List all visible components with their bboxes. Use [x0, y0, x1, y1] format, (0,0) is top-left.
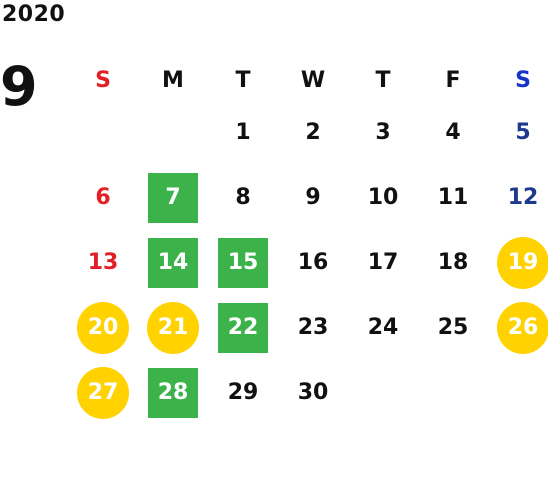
- day-cell-empty: [488, 360, 548, 425]
- weekday-sunday: S: [95, 67, 111, 93]
- calendar-year: 2020: [2, 2, 66, 27]
- day-cell: 29: [227, 380, 259, 405]
- weekday-wednesday: W: [300, 67, 326, 93]
- green-day-badge: 22: [218, 302, 268, 353]
- day-cell-empty: [68, 100, 138, 165]
- green-day-badge: 15: [218, 237, 268, 288]
- day-cell: 18: [437, 250, 469, 275]
- day-cell: 2: [305, 120, 321, 145]
- yellow-day-badge: 20: [77, 301, 129, 354]
- day-cell-holiday: 26: [488, 295, 548, 360]
- day-cell-highlighted: 28: [138, 360, 208, 425]
- day-cell-holiday: 27: [68, 360, 138, 425]
- day-cell-saturday: 12: [507, 185, 539, 210]
- day-cell-sunday: 13: [87, 250, 119, 275]
- weekday-friday: F: [445, 67, 461, 93]
- day-cell-sunday: 6: [95, 185, 111, 210]
- day-cell-highlighted: 15: [208, 230, 278, 295]
- day-cell-empty: [418, 360, 488, 425]
- green-day-badge: 28: [148, 367, 198, 418]
- yellow-day-badge: 27: [77, 366, 129, 419]
- day-cell: 30: [297, 380, 329, 405]
- day-cell: 16: [297, 250, 329, 275]
- yellow-day-badge: 21: [147, 301, 199, 354]
- day-cell: 17: [367, 250, 399, 275]
- weekday-thursday: T: [375, 67, 391, 93]
- day-cell-highlighted: 22: [208, 295, 278, 360]
- day-cell: 4: [445, 120, 461, 145]
- day-cell: 8: [235, 185, 251, 210]
- calendar-month: 9: [0, 55, 38, 118]
- day-cell-empty: [138, 100, 208, 165]
- day-cell-highlighted: 14: [138, 230, 208, 295]
- day-cell: 25: [437, 315, 469, 340]
- day-cell: 9: [305, 185, 321, 210]
- green-day-badge: 7: [148, 172, 198, 223]
- day-cell-holiday: 19: [488, 230, 548, 295]
- day-cell-saturday: 5: [515, 120, 531, 145]
- day-cell: 3: [375, 120, 391, 145]
- day-cell-highlighted: 7: [138, 165, 208, 230]
- day-cell: 1: [235, 120, 251, 145]
- day-cell: 23: [297, 315, 329, 340]
- day-cell: 10: [367, 185, 399, 210]
- day-cell-holiday: 20: [68, 295, 138, 360]
- weekday-monday: M: [162, 67, 184, 93]
- weekday-tuesday: T: [235, 67, 251, 93]
- green-day-badge: 14: [148, 237, 198, 288]
- weekday-saturday: S: [515, 67, 531, 93]
- calendar-grid: S M T W T F S 1 2 3 4 5 6 7 8 9 10 11 12…: [68, 60, 548, 425]
- yellow-day-badge: 19: [497, 236, 548, 289]
- day-cell: 24: [367, 315, 399, 340]
- day-cell-empty: [348, 360, 418, 425]
- day-cell: 11: [437, 185, 469, 210]
- day-cell-holiday: 21: [138, 295, 208, 360]
- yellow-day-badge: 26: [497, 301, 548, 354]
